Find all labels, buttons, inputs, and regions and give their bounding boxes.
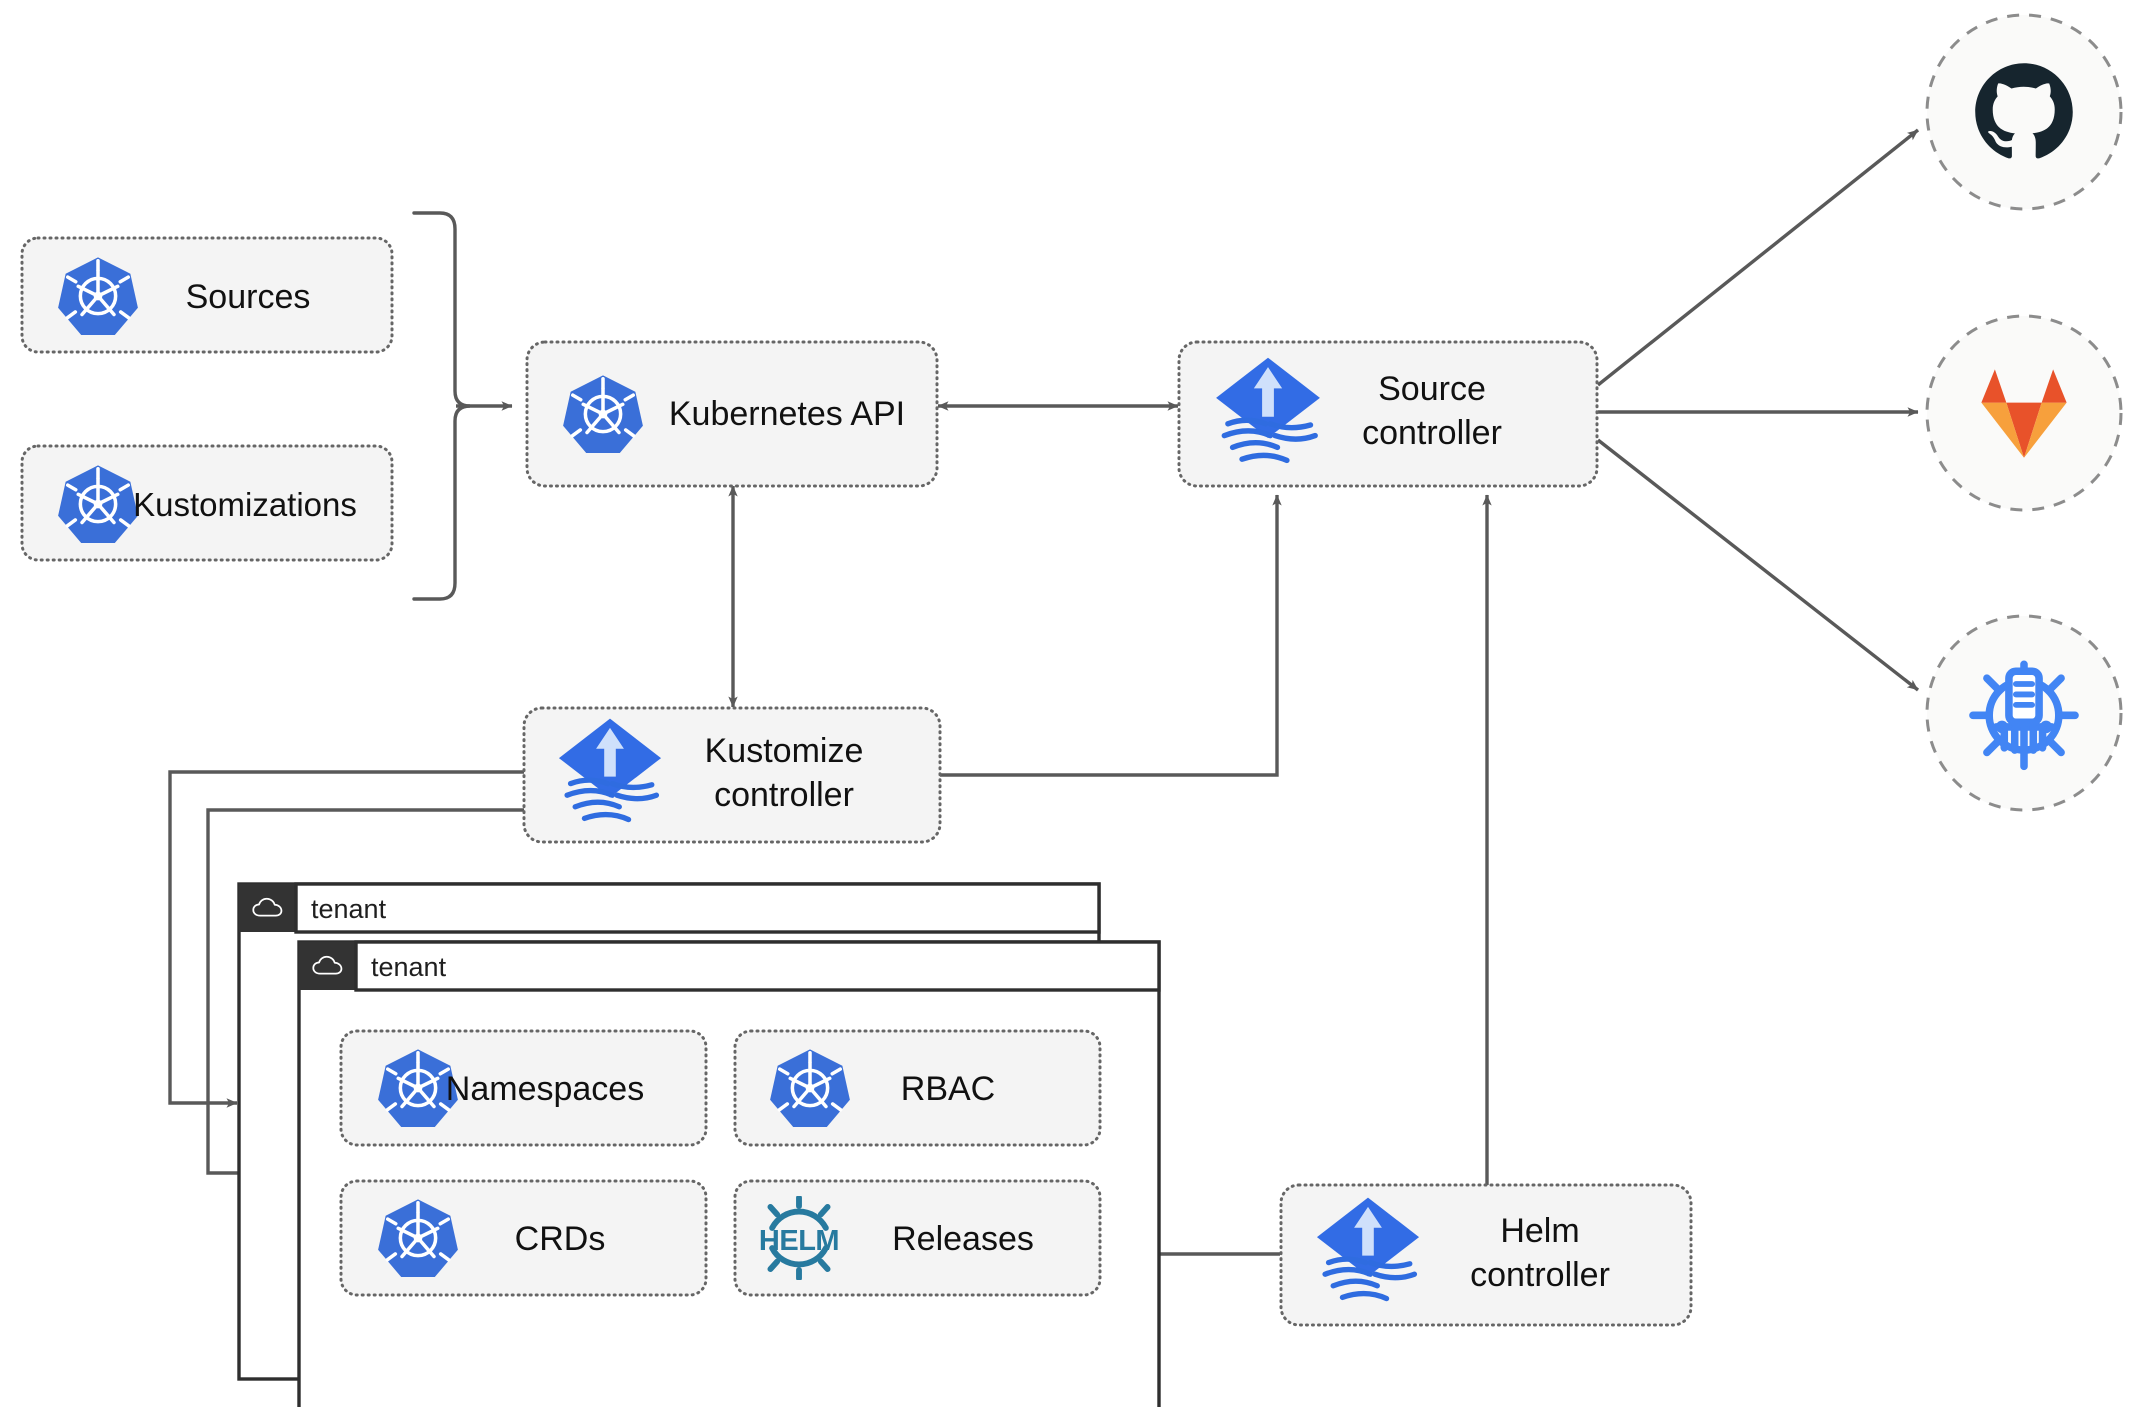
tenant-front[interactable]: tenant — [297, 940, 1161, 1407]
node-kubernetes-api[interactable]: Kubernetes API — [525, 340, 939, 488]
arrow-source-to-github — [1596, 128, 1920, 387]
arrow-kustomize-to-tenant-back — [168, 770, 525, 1108]
node-source-controller[interactable]: Source controller — [1177, 340, 1599, 488]
kubernetes-api-label: Kubernetes API — [669, 395, 905, 433]
sources-label: Sources — [186, 278, 311, 316]
source-controller-label-line2: controller — [1362, 414, 1502, 452]
helm-icon-text: HELM — [759, 1225, 839, 1257]
helm-icon: HELM — [759, 1198, 840, 1279]
tenant-resource-rbac[interactable]: RBAC — [733, 1029, 1102, 1147]
rbac-label: RBAC — [901, 1070, 995, 1108]
node-helm-controller[interactable]: Helm controller — [1279, 1183, 1693, 1327]
helm-controller-label-line2: controller — [1470, 1256, 1610, 1294]
tenant-resource-releases[interactable]: HELM Releases — [733, 1179, 1102, 1297]
harbor-icon — [1973, 664, 2075, 766]
arrow-kustomize-to-source — [940, 494, 1282, 777]
helm-controller-label-line1: Helm — [1500, 1212, 1579, 1250]
kustomize-controller-label-line2: controller — [714, 776, 854, 814]
node-kustomizations[interactable]: Kustomizations — [20, 444, 394, 562]
tenant-back-label: tenant — [311, 894, 387, 924]
external-source-gitlab[interactable] — [1925, 314, 2123, 512]
tenant-resource-namespaces[interactable]: Namespaces — [339, 1029, 708, 1147]
tenant-resource-crds[interactable]: CRDs — [339, 1179, 708, 1297]
crds-label: CRDs — [515, 1220, 606, 1258]
releases-label: Releases — [892, 1220, 1034, 1258]
kustomizations-label: Kustomizations — [133, 486, 357, 523]
tenant-front-label: tenant — [371, 952, 447, 982]
node-kustomize-controller[interactable]: Kustomize controller — [522, 706, 942, 844]
node-sources[interactable]: Sources — [20, 236, 394, 354]
kustomize-controller-label-line1: Kustomize — [705, 732, 864, 770]
source-controller-label-line1: Source — [1378, 370, 1486, 408]
external-source-harbor[interactable] — [1925, 614, 2123, 812]
external-source-github[interactable] — [1925, 13, 2123, 211]
namespaces-label: Namespaces — [446, 1070, 644, 1108]
arrow-source-to-harbor — [1596, 438, 1920, 692]
